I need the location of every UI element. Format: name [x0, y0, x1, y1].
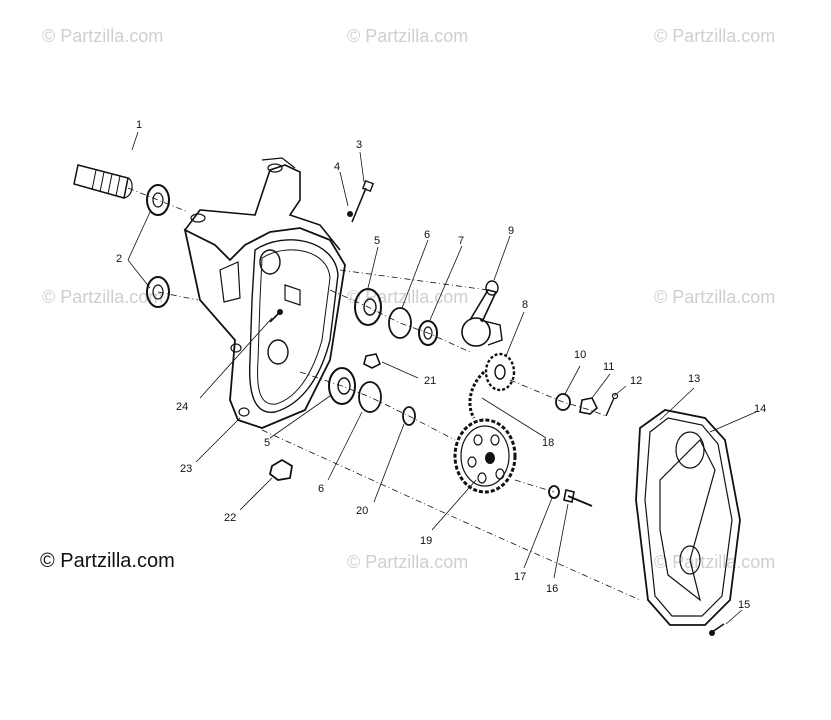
watermark-bottom-center: © Partzilla.com — [347, 552, 469, 572]
callout-9: 9 — [508, 225, 514, 237]
callout-8: 8 — [522, 299, 528, 311]
callout-24: 24 — [176, 401, 188, 413]
callout-14: 14 — [754, 403, 766, 415]
tensioner-bolt — [347, 179, 375, 223]
chaincase-housing — [183, 227, 346, 429]
seal-ring-upper — [418, 320, 438, 346]
bolt-16 — [563, 489, 593, 507]
nut-21 — [363, 353, 382, 369]
callout-23: 23 — [180, 463, 192, 475]
washer-lower — [402, 406, 416, 426]
alignment-lines — [127, 187, 641, 601]
callout-21: 21 — [424, 375, 436, 387]
callout-10: 10 — [574, 349, 586, 361]
leader-lines — [127, 131, 757, 625]
callout-17: 17 — [514, 571, 526, 583]
callout-15: 15 — [738, 599, 750, 611]
seal-upper — [146, 184, 170, 216]
bolt-24 — [269, 309, 283, 323]
watermark-top-left: © Partzilla.com — [42, 26, 164, 46]
copyright-notice: © Partzilla.com — [40, 550, 175, 572]
callout-5-upper: 5 — [374, 235, 380, 247]
bearing-lower — [328, 367, 356, 405]
drain-plug — [268, 458, 293, 481]
callout-7: 7 — [458, 235, 464, 247]
callout-20: 20 — [356, 505, 368, 517]
shaft-part — [73, 164, 133, 199]
washer — [555, 393, 571, 411]
mounting-bracket — [184, 157, 341, 251]
callout-3: 3 — [356, 139, 362, 151]
callout-11: 11 — [603, 361, 614, 373]
castle-nut — [579, 397, 598, 415]
oring-upper — [388, 307, 412, 339]
callout-6-lower: 6 — [318, 483, 324, 495]
upper-sprocket — [484, 352, 516, 392]
callout-13: 13 — [688, 373, 700, 385]
callout-19: 19 — [420, 535, 432, 547]
washer-17 — [548, 485, 560, 499]
callout-12: 12 — [630, 375, 642, 387]
callout-5-lower: 5 — [264, 437, 270, 449]
bearing-upper — [354, 288, 382, 326]
oring-lower — [358, 381, 382, 413]
callout-22: 22 — [224, 512, 236, 524]
callout-6-upper: 6 — [424, 229, 430, 241]
callout-4: 4 — [334, 161, 340, 173]
watermark-top-center: © Partzilla.com — [347, 26, 469, 46]
seal-lower — [146, 276, 170, 308]
watermark-mid-left: © Partzilla.com — [42, 287, 164, 307]
callout-18: 18 — [542, 437, 554, 449]
callout-16: 16 — [546, 583, 558, 595]
cover-bolt — [709, 623, 725, 636]
drive-chain — [468, 370, 486, 419]
lower-sprocket — [453, 418, 517, 494]
chaincase-cover — [635, 409, 741, 626]
cotter-pin — [605, 392, 619, 417]
tensioner-arm — [461, 280, 503, 347]
watermark-top-right: © Partzilla.com — [654, 26, 776, 46]
watermark-bottom-right: © Partzilla.com — [654, 552, 776, 572]
callout-labels: 1 2 3 4 5 6 7 9 8 10 11 12 13 14 21 24 1… — [116, 119, 766, 611]
callout-1: 1 — [136, 119, 142, 131]
watermark-mid-right: © Partzilla.com — [654, 287, 776, 307]
callout-2: 2 — [116, 253, 122, 265]
